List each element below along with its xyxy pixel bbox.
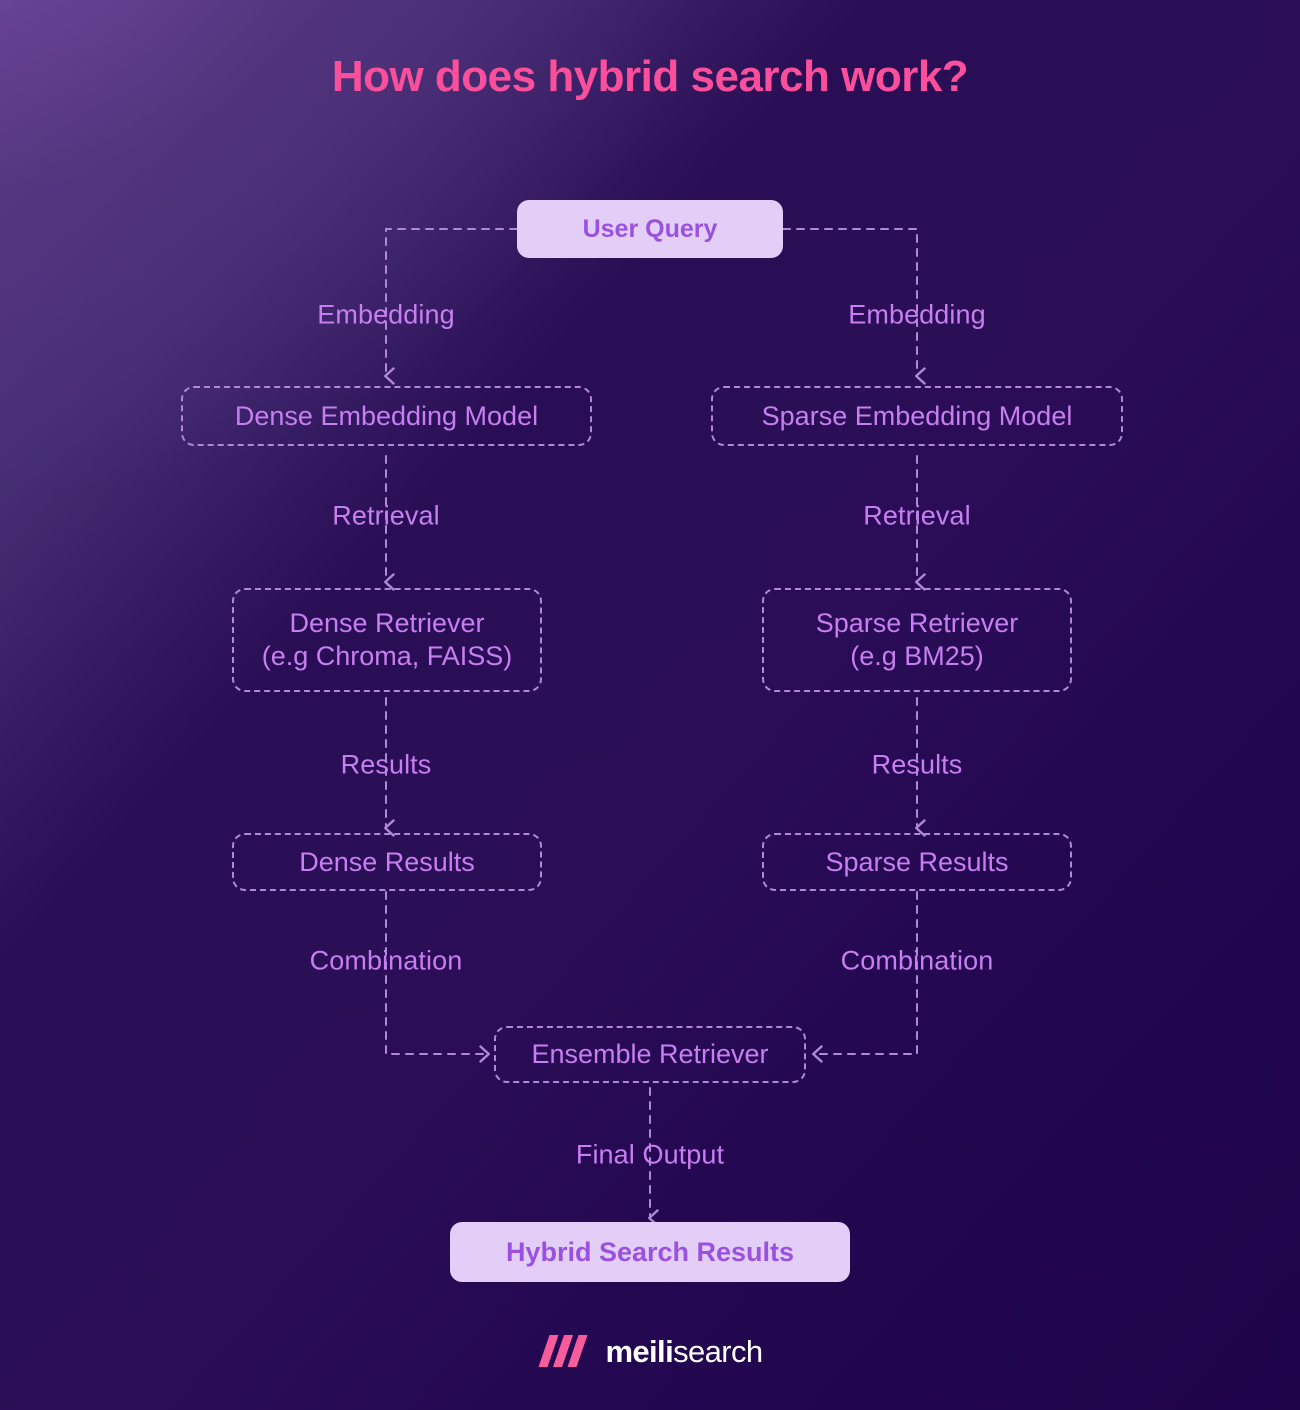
edge-label-combination-right: Combination [840,945,994,976]
node-dense-embedding-model-label: Dense Embedding Model [234,400,539,431]
node-dense-embedding-model[interactable]: Dense Embedding Model [181,386,592,446]
edge-label-final-output: Final Output [575,1139,725,1170]
node-dense-results[interactable]: Dense Results [232,833,542,891]
edge-label-embedding-right: Embedding [848,299,986,330]
edge-dense-results-ensemble [385,891,490,1063]
edge-label-results-left: Results [340,749,432,780]
page-title: How does hybrid search work? [331,52,969,101]
node-ensemble-retriever[interactable]: Ensemble Retriever [494,1026,806,1083]
node-dense-retriever-label: Dense Retriever (e.g Chroma, FAISS) [261,608,513,671]
node-sparse-embedding-model-label: Sparse Embedding Model [761,400,1073,431]
node-dense-retriever[interactable]: Dense Retriever (e.g Chroma, FAISS) [232,588,542,692]
node-sparse-embedding-model[interactable]: Sparse Embedding Model [711,386,1123,446]
meilisearch-mark-icon [538,1335,588,1367]
edge-label-combination-left: Combination [309,945,463,976]
edge-userquery-dense [384,228,518,385]
logo-text-bold: meili [605,1333,674,1369]
node-user-query[interactable]: User Query [517,200,783,258]
node-dense-results-label: Dense Results [299,846,475,877]
node-sparse-results-label: Sparse Results [825,846,1009,877]
edge-label-results-right: Results [871,749,963,780]
node-user-query-label: User Query [582,214,718,243]
edge-label-embedding-left: Embedding [317,299,455,330]
node-hybrid-search-results-label: Hybrid Search Results [505,1236,795,1267]
logo-text-regular: search [673,1333,763,1369]
edge-userquery-sparse [782,228,926,385]
edge-label-retrieval-left: Retrieval [332,500,440,531]
meilisearch-logo[interactable]: meilisearch [0,1334,1300,1368]
node-sparse-retriever-label: Sparse Retriever (e.g BM25) [815,608,1019,671]
edge-sparse-results-ensemble [812,891,918,1063]
node-sparse-retriever[interactable]: Sparse Retriever (e.g BM25) [762,588,1072,692]
meilisearch-wordmark: meilisearch [605,1333,763,1369]
node-ensemble-retriever-label: Ensemble Retriever [531,1039,769,1070]
node-sparse-results[interactable]: Sparse Results [762,833,1072,891]
edge-label-retrieval-right: Retrieval [863,500,971,531]
node-hybrid-search-results[interactable]: Hybrid Search Results [450,1222,850,1282]
